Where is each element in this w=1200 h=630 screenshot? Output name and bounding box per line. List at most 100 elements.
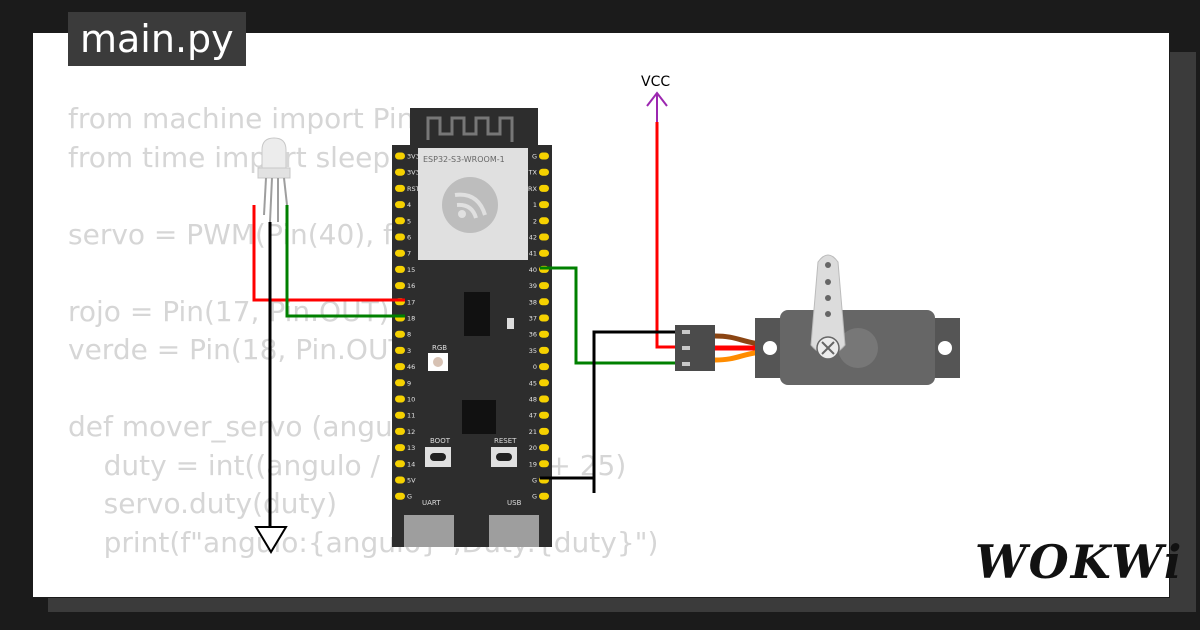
pin-label: 35 xyxy=(529,347,537,355)
espressif-logo-icon xyxy=(442,177,498,233)
file-tab[interactable]: main.py xyxy=(68,12,246,66)
pin-label: 3V3 xyxy=(407,153,420,161)
pin-label: 15 xyxy=(407,266,415,274)
pin-pad[interactable] xyxy=(395,184,405,192)
pin-pad[interactable] xyxy=(395,492,405,500)
pin-pad[interactable] xyxy=(539,152,549,160)
pin-pad[interactable] xyxy=(395,395,405,403)
reset-button[interactable] xyxy=(491,447,517,467)
pin-label: 41 xyxy=(529,250,537,258)
pin-pad[interactable] xyxy=(539,249,549,257)
uart-port[interactable] xyxy=(404,515,454,547)
pin-pad[interactable] xyxy=(395,249,405,257)
pin-label: 37 xyxy=(529,315,537,323)
pin-pad[interactable] xyxy=(539,201,549,209)
pin-label: 5V xyxy=(407,477,416,485)
pin-pad[interactable] xyxy=(539,184,549,192)
pin-pad[interactable] xyxy=(395,233,405,241)
pin-pad[interactable] xyxy=(539,217,549,225)
pin-pad[interactable] xyxy=(395,168,405,176)
pin-label: 38 xyxy=(529,298,537,306)
uart-label: UART xyxy=(422,499,441,507)
pin-pad[interactable] xyxy=(539,427,549,435)
pin-label: RST xyxy=(407,185,420,193)
pin-pad[interactable] xyxy=(539,492,549,500)
rgb-led-component[interactable] xyxy=(257,137,291,223)
wires xyxy=(252,122,678,527)
wire-servo-vcc xyxy=(655,122,678,349)
ground-symbol xyxy=(254,526,288,554)
module-label: ESP32-S3-WROOM-1 xyxy=(423,155,505,164)
pin-pad[interactable] xyxy=(539,282,549,290)
pin-pad[interactable] xyxy=(539,363,549,371)
wire-led-red xyxy=(252,205,405,302)
pin-label: 1 xyxy=(533,201,537,209)
servo-connector xyxy=(675,325,715,371)
pin-pad[interactable] xyxy=(395,217,405,225)
antenna-trace xyxy=(426,116,514,142)
pin-label: 46 xyxy=(407,363,415,371)
code-line: servo.duty(duty) xyxy=(68,487,338,520)
pin-pad[interactable] xyxy=(395,265,405,273)
pin-label: 48 xyxy=(529,396,537,404)
pin-label: 9 xyxy=(407,379,411,387)
usb-port[interactable] xyxy=(489,515,539,547)
pin-pad[interactable] xyxy=(539,168,549,176)
pin-label: G xyxy=(532,477,537,485)
pin-pad[interactable] xyxy=(395,152,405,160)
pin-label: G xyxy=(407,493,412,501)
pin-pad[interactable] xyxy=(539,379,549,387)
file-tab-label: main.py xyxy=(80,17,234,61)
pin-pad[interactable] xyxy=(539,444,549,452)
antenna-area xyxy=(410,108,538,148)
reset-label: RESET xyxy=(494,437,517,445)
smd-component xyxy=(507,318,514,329)
pin-pad[interactable] xyxy=(395,476,405,484)
pin-pad[interactable] xyxy=(395,411,405,419)
pin-pad[interactable] xyxy=(539,395,549,403)
pin-label: 42 xyxy=(529,234,537,242)
pin-label: 47 xyxy=(529,412,537,420)
pin-label: 18 xyxy=(407,315,415,323)
pin-pad[interactable] xyxy=(395,201,405,209)
pin-label: 39 xyxy=(529,282,537,290)
vcc-symbol: VCC xyxy=(641,74,670,122)
pin-label: 3 xyxy=(407,347,411,355)
pin-pad[interactable] xyxy=(539,460,549,468)
pin-pad[interactable] xyxy=(539,346,549,354)
wire-led-green xyxy=(285,205,405,318)
pin-label: 2 xyxy=(533,217,537,225)
esp32-s3-board[interactable]: ESP32-S3-WROOM-1 RGB BOOT RESET UART USB… xyxy=(392,108,552,547)
pin-pad[interactable] xyxy=(395,379,405,387)
pin-pad[interactable] xyxy=(539,411,549,419)
pin-label: 17 xyxy=(407,298,415,306)
pin-pad[interactable] xyxy=(395,363,405,371)
pin-pad[interactable] xyxy=(539,330,549,338)
pin-label: 19 xyxy=(529,460,537,468)
usb-label: USB xyxy=(507,499,522,507)
servo-motor[interactable] xyxy=(675,254,960,385)
boot-button[interactable] xyxy=(425,447,451,467)
pin-label: 7 xyxy=(407,250,411,258)
pin-pad[interactable] xyxy=(395,330,405,338)
pin-label: 3V3 xyxy=(407,169,420,177)
pin-label: 5 xyxy=(407,217,411,225)
pin-pad[interactable] xyxy=(395,282,405,290)
pin-label: 12 xyxy=(407,428,415,436)
pin-pad[interactable] xyxy=(539,233,549,241)
pin-pad[interactable] xyxy=(395,346,405,354)
pin-label: 10 xyxy=(407,396,415,404)
pin-pad[interactable] xyxy=(395,427,405,435)
pin-pad[interactable] xyxy=(395,460,405,468)
pin-label: TX xyxy=(528,169,538,177)
pin-label: G xyxy=(532,153,537,161)
pin-pad[interactable] xyxy=(539,314,549,322)
boot-label: BOOT xyxy=(430,437,451,445)
wire-servo-signal xyxy=(540,266,678,365)
pin-label: RX xyxy=(528,185,538,193)
pin-pad[interactable] xyxy=(395,444,405,452)
pin-pad[interactable] xyxy=(539,298,549,306)
